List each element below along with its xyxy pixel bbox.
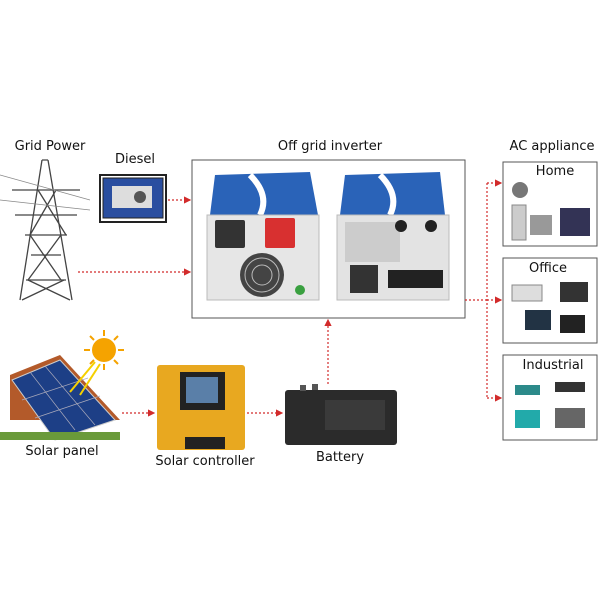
office-label: Office [529,261,567,276]
solar-panel-label: Solar panel [25,444,99,459]
sun-icon [69,330,124,396]
grid-power-label: Grid Power [14,139,86,154]
battery-icon [285,384,397,445]
industrial-label: Industrial [522,358,584,373]
solar-controller-icon [157,365,245,450]
diesel-generator-icon [99,174,167,223]
inverter-front-icon [206,172,320,301]
solar-panel-icon [0,355,120,441]
battery-label: Battery [315,450,365,465]
diesel-label: Diesel [114,152,156,167]
home-label: Home [535,164,575,179]
inverter-back-icon [336,172,450,301]
home-appliances-icon [511,182,590,241]
industrial-tools-icon [515,382,585,428]
ac-appliance-label: AC appliance [509,139,595,154]
solar-controller-label: Solar controller [155,454,255,469]
flow-arrows [78,179,503,417]
off-grid-inverter-label: Off grid inverter [277,139,383,154]
office-equipment-icon [511,282,588,333]
power-tower-icon [0,159,91,301]
